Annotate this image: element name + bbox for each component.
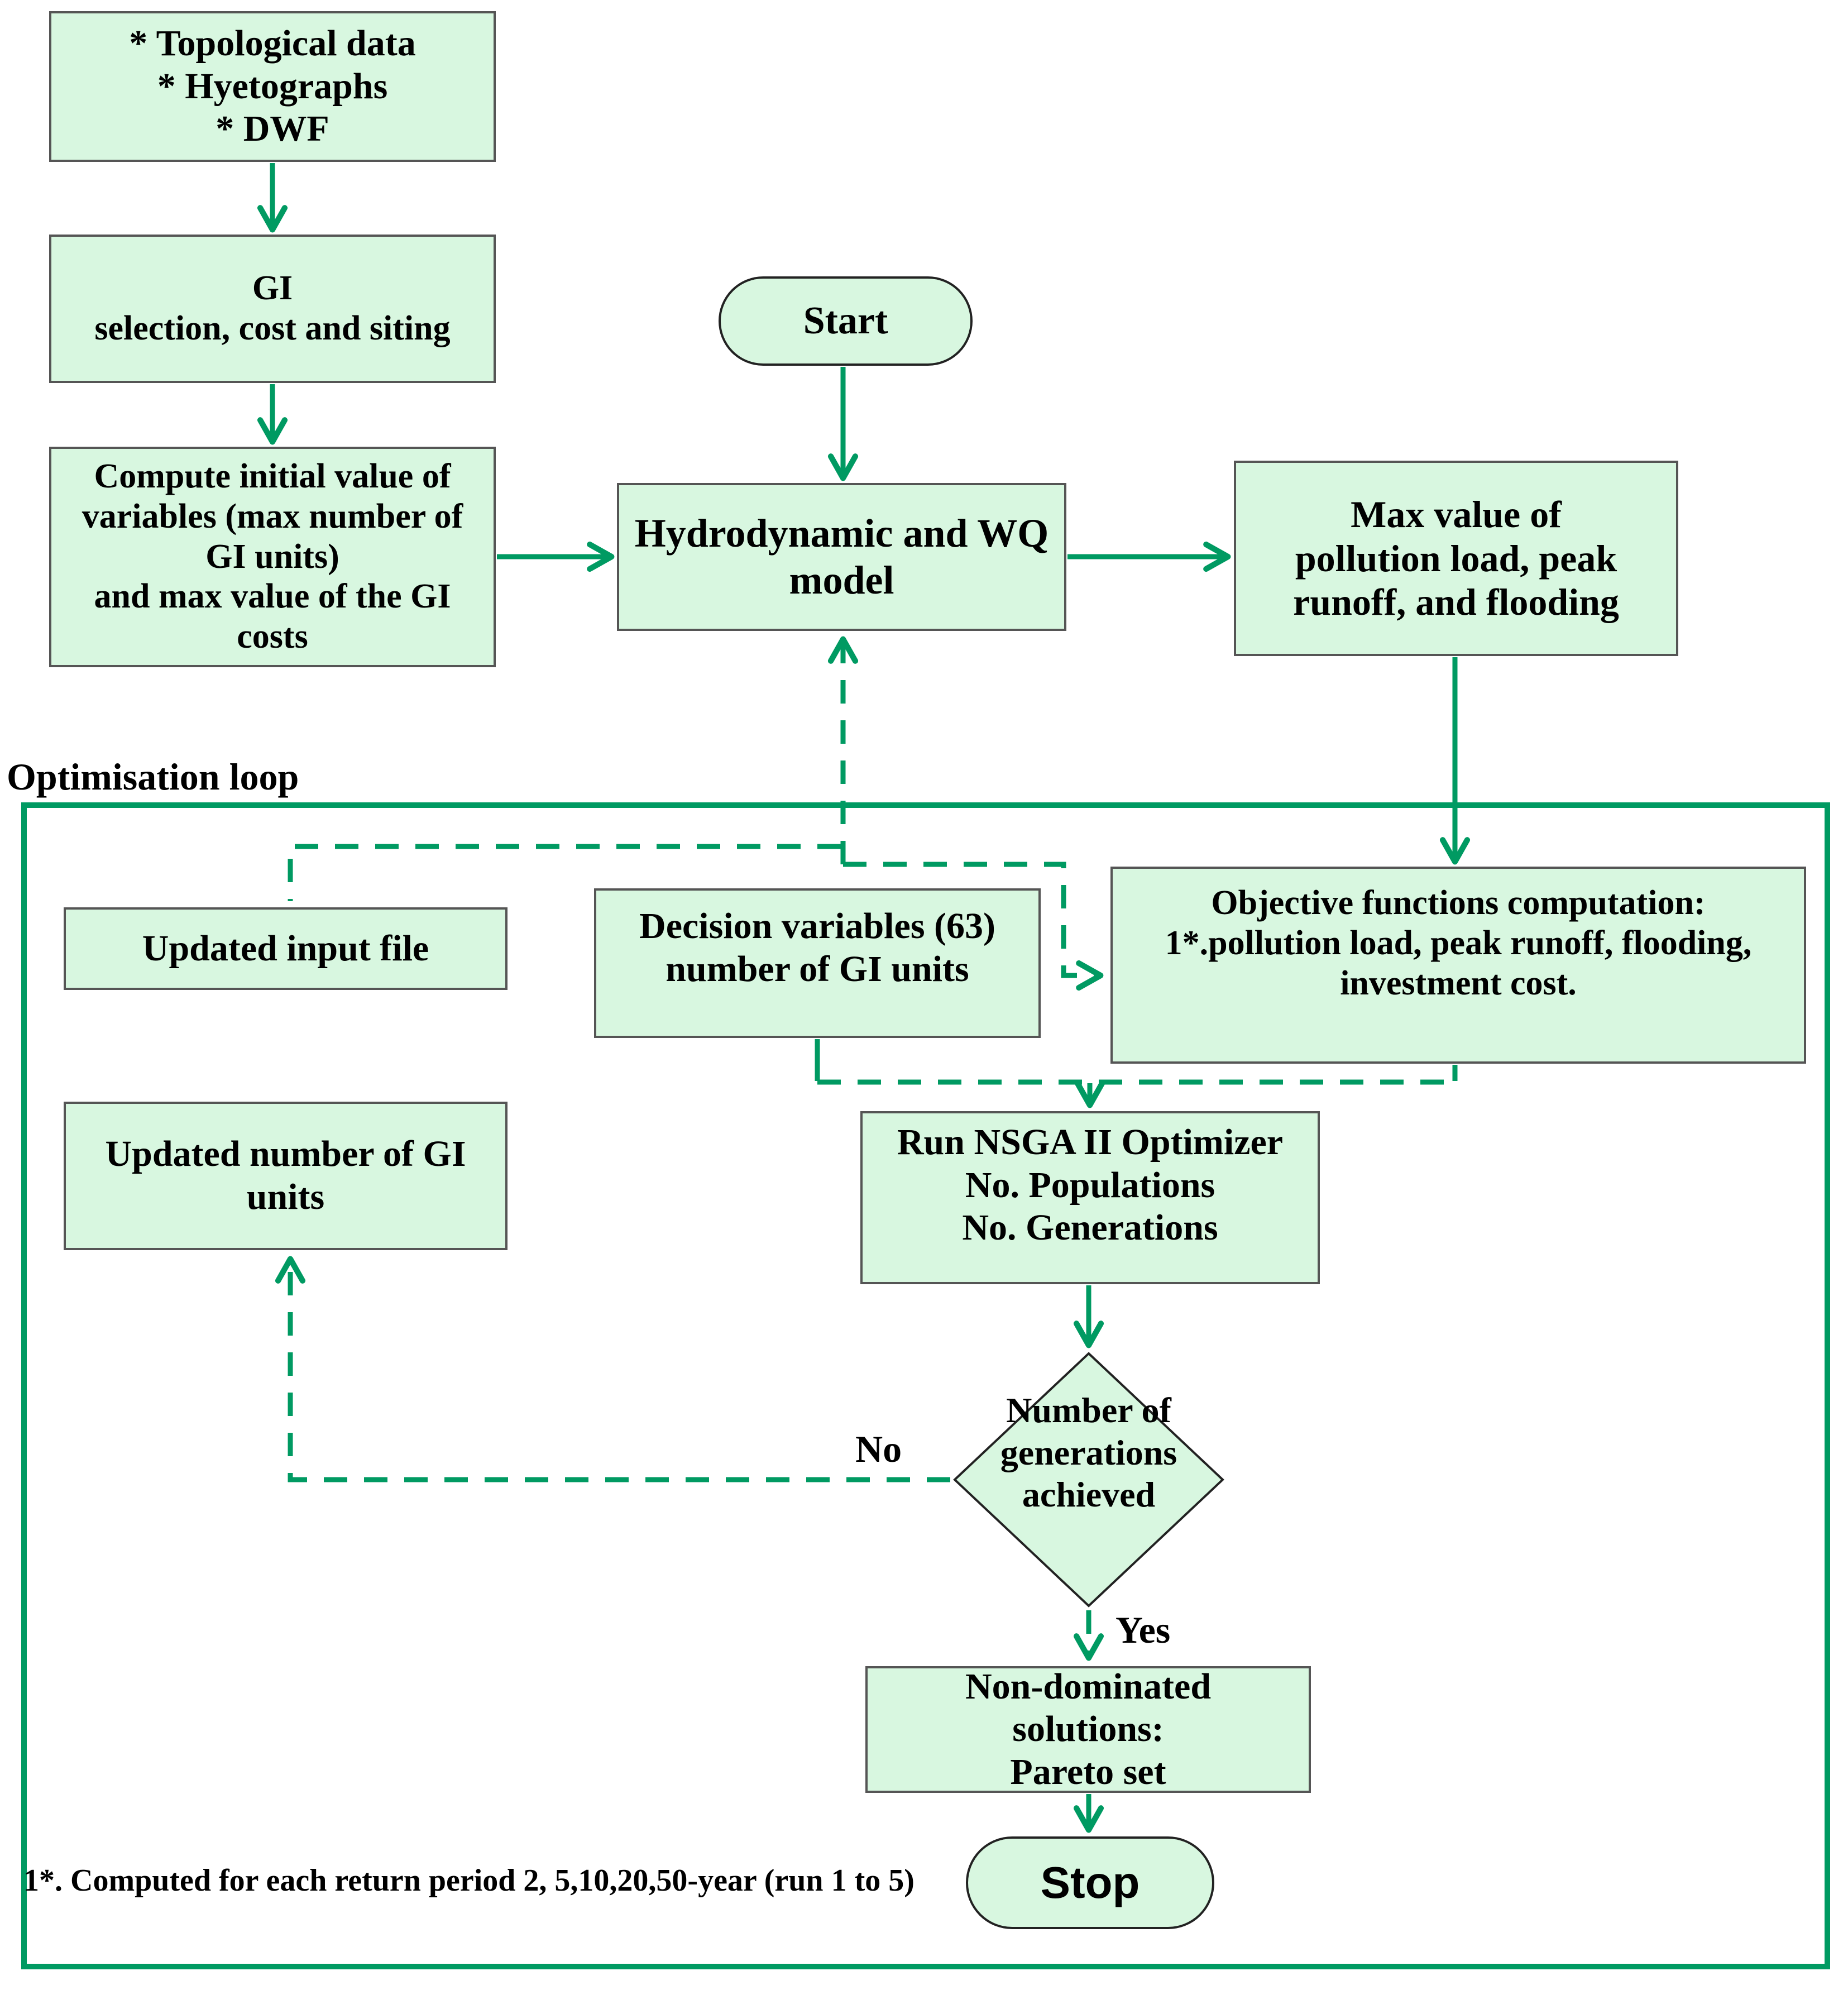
node-text: Non-dominated — [965, 1666, 1212, 1707]
node-text: model — [789, 557, 894, 602]
edge-label-yes: Yes — [1115, 1609, 1171, 1651]
node-text: Start — [803, 299, 888, 343]
generations-diamond-shape — [953, 1352, 1224, 1608]
node-stop: Stop — [966, 1836, 1214, 1929]
node-text: GI — [252, 269, 293, 308]
edge-dashed-to-updated-input — [288, 844, 841, 901]
edge-label-no: No — [855, 1428, 902, 1470]
node-gi-selection: GI selection, cost and siting — [49, 235, 496, 383]
node-hydrodynamic-model: Hydrodynamic and WQ model — [617, 483, 1066, 631]
node-text: number of GI units — [666, 948, 969, 989]
edge-no-feedback — [275, 1256, 950, 1482]
node-text: pollution load, peak — [1295, 537, 1617, 580]
node-text: runoff, and flooding — [1293, 581, 1619, 624]
node-text: Decision variables (63) — [639, 906, 995, 946]
node-text: * Topological data — [129, 23, 416, 64]
node-nsga-optimizer: Run NSGA II Optimizer No. Populations No… — [860, 1111, 1320, 1284]
node-text: selection, cost and siting — [94, 309, 451, 347]
node-text: Stop — [1040, 1857, 1140, 1907]
node-text: Number of — [1006, 1390, 1171, 1430]
node-generations-check: Number of generations achieved — [971, 1389, 1206, 1516]
node-text: Run NSGA II Optimizer — [897, 1122, 1284, 1163]
node-text: achieved — [1022, 1475, 1156, 1515]
node-text: generations — [1000, 1432, 1177, 1472]
node-input-data: * Topological data * Hyetographs * DWF — [49, 11, 496, 162]
node-text: 1*.pollution load, peak runoff, flooding… — [1165, 924, 1752, 962]
node-text: Updated input file — [142, 927, 429, 969]
node-objective-functions: Objective functions computation: 1*.poll… — [1110, 867, 1806, 1064]
node-text: Compute initial value of — [94, 457, 451, 495]
node-text: * Hyetographs — [157, 65, 388, 107]
footnote: 1*. Computed for each return period 2, 5… — [23, 1863, 915, 1898]
node-compute-initial: Compute initial value of variables (max … — [49, 447, 496, 667]
node-text: costs — [237, 618, 308, 656]
node-text: solutions: — [1012, 1709, 1164, 1750]
node-text: Updated number of GI — [105, 1133, 466, 1175]
node-text: Max value of — [1351, 492, 1562, 535]
node-text: Hydrodynamic and WQ — [634, 510, 1049, 556]
node-text: Pareto set — [1010, 1751, 1166, 1792]
node-text: GI units) — [205, 537, 339, 576]
node-start: Start — [719, 276, 973, 366]
node-text: No. Populations — [965, 1164, 1215, 1206]
node-updated-input-file: Updated input file — [64, 907, 508, 990]
node-text: units — [246, 1176, 325, 1217]
node-decision-variables: Decision variables (63) number of GI uni… — [594, 888, 1041, 1038]
node-text: variables (max number of — [82, 497, 463, 535]
node-updated-gi-units: Updated number of GI units — [64, 1102, 508, 1250]
node-text: investment cost. — [1340, 964, 1577, 1002]
optimisation-loop-label: Optimisation loop — [7, 755, 299, 798]
node-pareto-set: Non-dominated solutions: Pareto set — [865, 1666, 1311, 1793]
node-max-value: Max value of pollution load, peak runoff… — [1234, 461, 1678, 656]
node-text: * DWF — [216, 108, 329, 150]
node-text: and max value of the GI — [94, 577, 451, 616]
node-text: Objective functions computation: — [1211, 884, 1706, 922]
optimisation-loop-boundary — [21, 802, 1830, 1969]
node-text: No. Generations — [962, 1207, 1218, 1248]
